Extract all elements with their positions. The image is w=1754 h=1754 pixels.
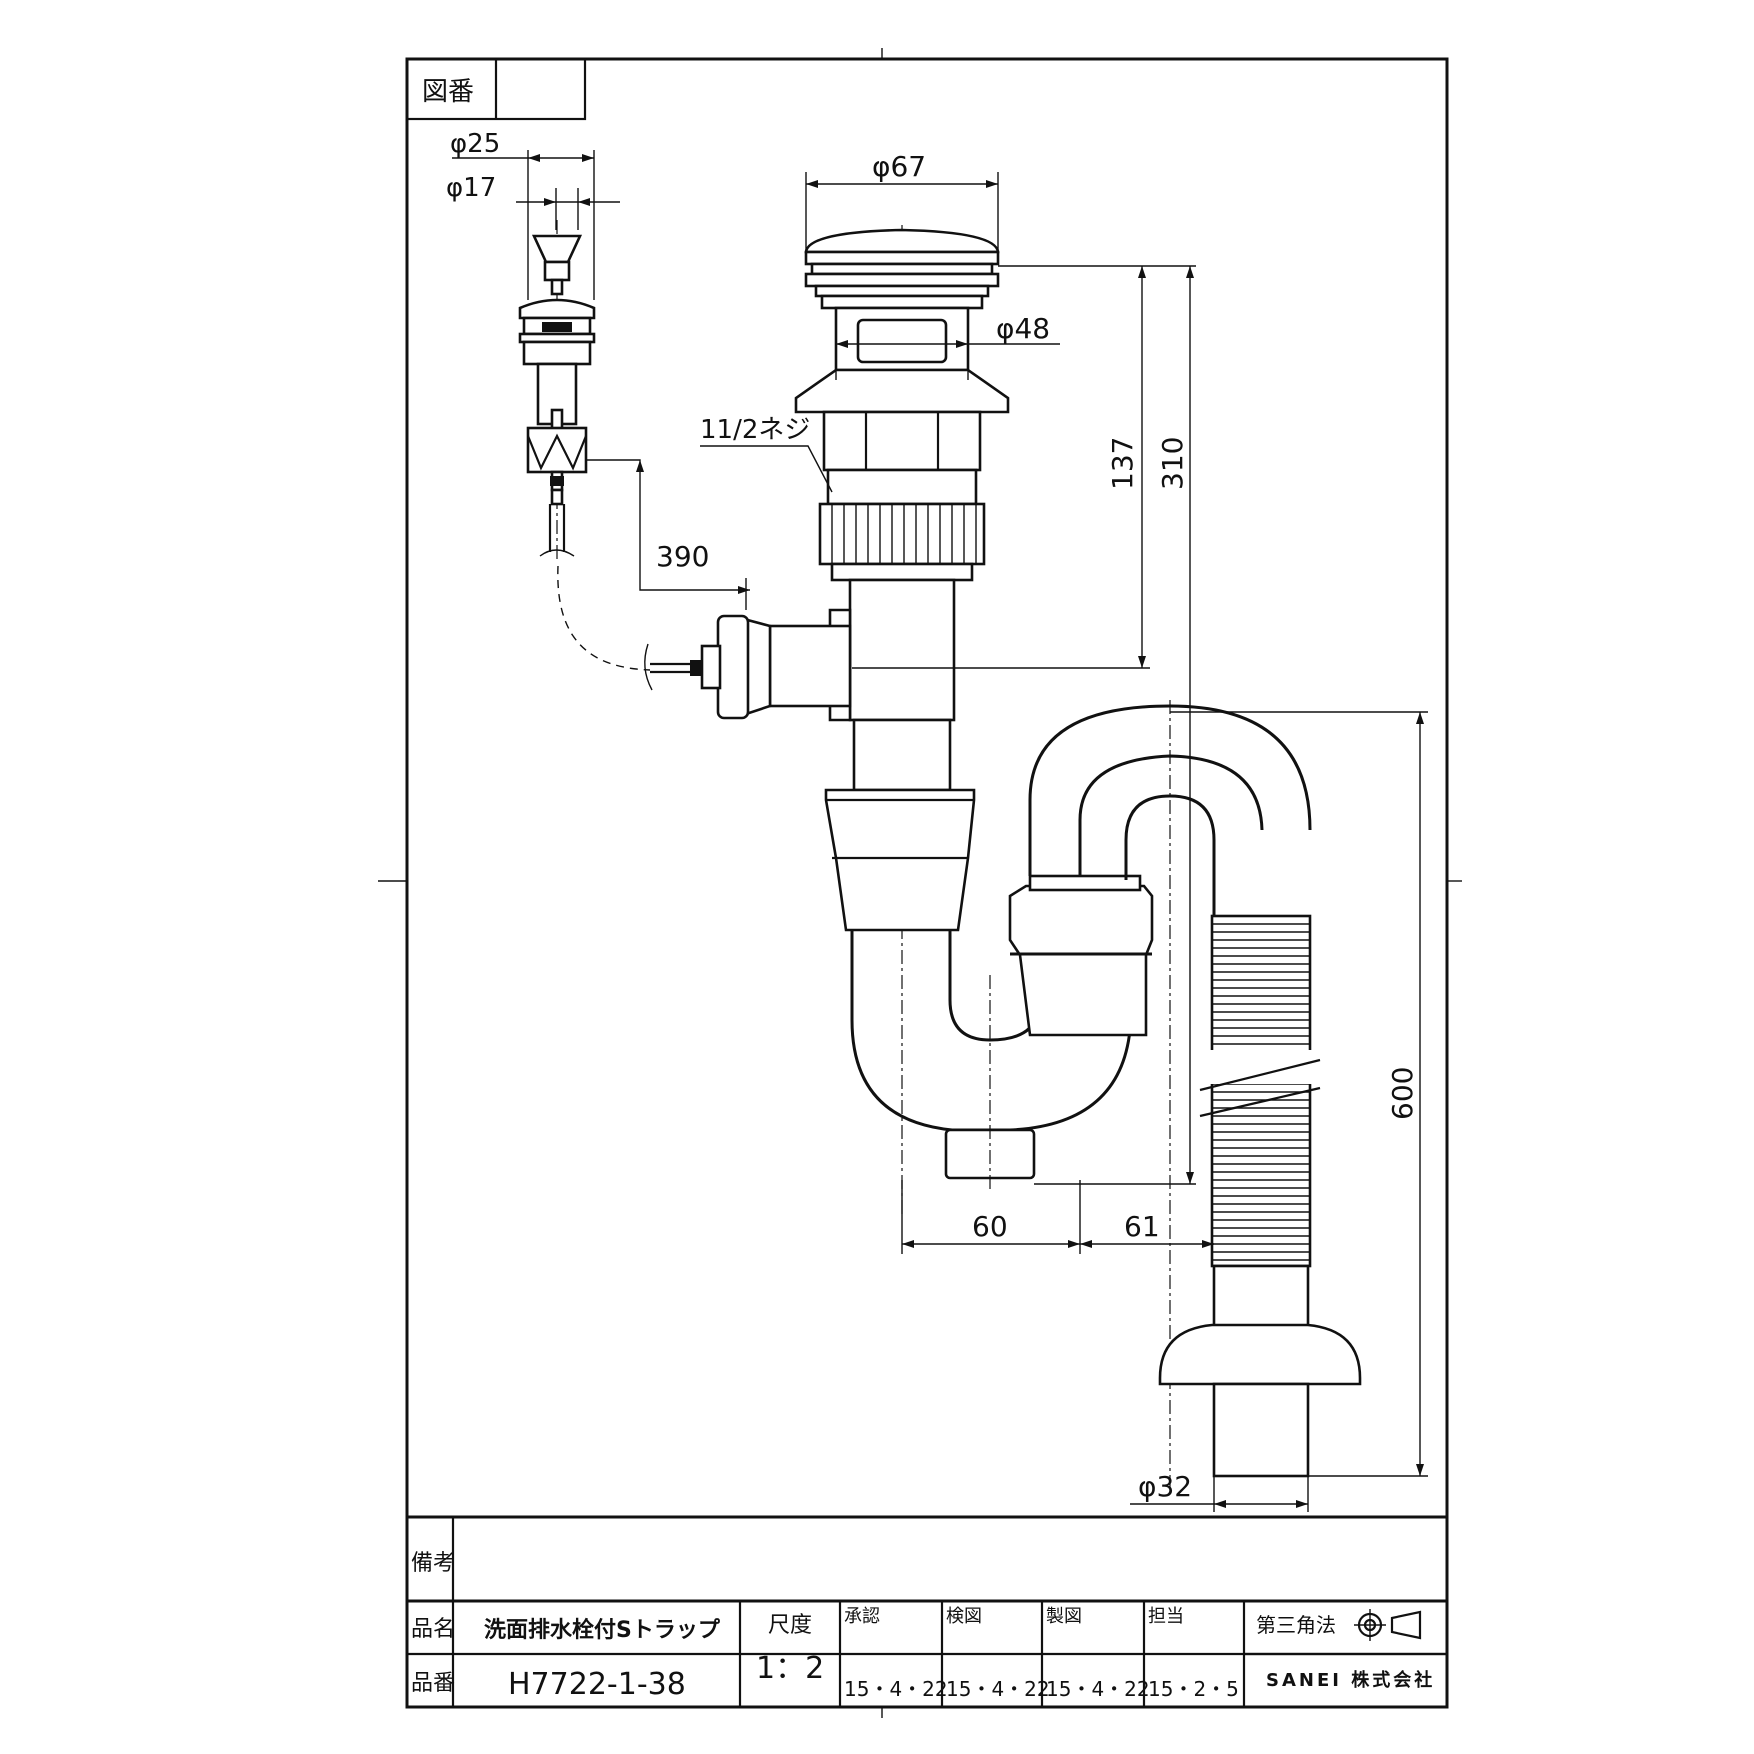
third-angle-projection-icon <box>1354 1609 1422 1641</box>
dimension-lines <box>452 150 1428 1512</box>
dim-600: 600 <box>1386 1067 1419 1120</box>
s-trap <box>824 700 1312 1490</box>
scale-label: 尺度 <box>768 1613 812 1638</box>
title-block: 備考 品名 洗面排水栓付Sトラップ 品番 H7722-1-38 尺度 1：2 承… <box>407 1515 1447 1707</box>
remarks-label: 備考 <box>411 1551 455 1576</box>
dim-310: 310 <box>1156 437 1189 490</box>
overflow-side-port <box>644 608 852 722</box>
corrugated-hose <box>1158 914 1362 1478</box>
checked-date: 15・4・22 <box>946 1677 1050 1701</box>
dim-60: 60 <box>972 1210 1008 1243</box>
product-no-label: 品番 <box>411 1671 455 1696</box>
charge-date: 15・2・5 <box>1148 1677 1239 1701</box>
dimension-arrowheads <box>528 154 1424 1508</box>
dim-phi25: φ25 <box>450 129 500 159</box>
dimension-labels: φ25 φ17 φ67 φ48 11/2ネジ 137 310 390 600 6… <box>446 129 1419 1503</box>
dim-phi32: φ32 <box>1138 1470 1192 1503</box>
dim-61: 61 <box>1124 1210 1160 1243</box>
charge-label: 担当 <box>1148 1606 1184 1627</box>
dim-thread: 11/2ネジ <box>700 415 810 445</box>
linkage-cable-path <box>557 565 651 671</box>
approved-label: 承認 <box>844 1606 880 1627</box>
drain-plug-assembly <box>794 225 1010 1215</box>
popup-knob-assembly <box>518 220 596 560</box>
scale-value: 1：2 <box>756 1651 824 1686</box>
product-name: 洗面排水栓付Sトラップ <box>484 1618 721 1643</box>
dim-phi48: φ48 <box>996 312 1050 345</box>
dim-137: 137 <box>1106 437 1139 490</box>
approved-date: 15・4・22 <box>844 1677 948 1701</box>
product-name-label: 品名 <box>411 1617 455 1642</box>
drawing-number-label: 図番 <box>422 77 474 107</box>
drafted-date: 15・4・22 <box>1046 1677 1150 1701</box>
company-name: SANEI 株式会社 <box>1266 1669 1435 1691</box>
drawing-frame <box>378 48 1462 1718</box>
dim-phi17: φ17 <box>446 173 496 203</box>
projection-label: 第三角法 <box>1256 1613 1336 1637</box>
drawing-number-box: 図番 <box>405 57 587 121</box>
drafted-label: 製図 <box>1046 1606 1082 1627</box>
dim-390: 390 <box>656 540 709 573</box>
product-no: H7722-1-38 <box>508 1667 686 1702</box>
dim-phi67: φ67 <box>872 150 926 183</box>
checked-label: 検図 <box>946 1606 982 1627</box>
